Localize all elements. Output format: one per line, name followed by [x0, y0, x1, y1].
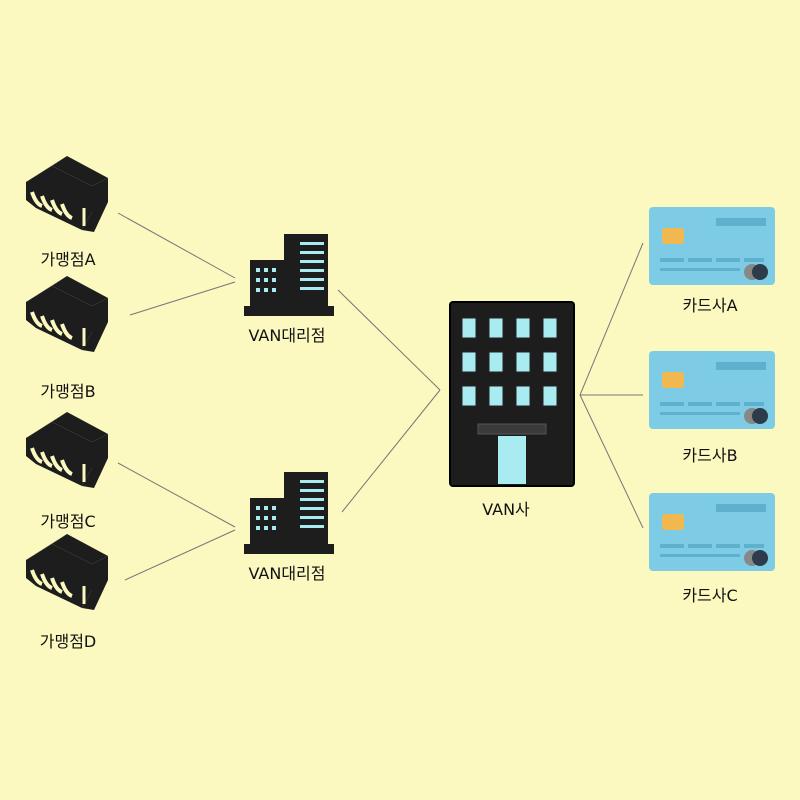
merchant-a-label: 가맹점A — [40, 250, 96, 269]
credit-card-icon — [649, 351, 775, 429]
van-agency-2 — [242, 468, 336, 556]
card-company-c — [648, 492, 776, 572]
van-agency-2-label: VAN대리점 — [248, 564, 326, 583]
edge-van-card-a — [579, 242, 644, 396]
card-company-c-label: 카드사C — [682, 586, 738, 605]
credit-card-icon — [649, 493, 775, 571]
van-company — [448, 298, 578, 488]
store-awning-icon — [26, 412, 108, 488]
edge-merchant-c-agency-2 — [117, 462, 236, 528]
tower-building-icon — [449, 301, 575, 487]
credit-card-icon — [649, 207, 775, 285]
office-building-icon — [244, 234, 334, 316]
store-awning-icon — [26, 534, 108, 610]
merchant-c — [22, 408, 112, 498]
merchant-b-label: 가맹점B — [40, 382, 96, 401]
card-company-a-label: 카드사A — [682, 296, 738, 315]
edge-agency-2-van — [341, 389, 441, 513]
merchant-d — [22, 530, 112, 620]
merchant-a — [22, 152, 112, 242]
edge-merchant-b-agency-1 — [129, 281, 236, 316]
edge-van-card-c — [579, 394, 644, 529]
card-company-b — [648, 350, 776, 430]
edge-merchant-d-agency-2 — [124, 529, 236, 581]
edge-agency-1-van — [337, 289, 441, 391]
merchant-d-label: 가맹점D — [39, 632, 97, 651]
van-agency-1-label: VAN대리점 — [248, 326, 326, 345]
store-awning-icon — [26, 276, 108, 352]
store-awning-icon — [26, 156, 108, 232]
merchant-b — [22, 272, 112, 362]
van-agency-1 — [242, 230, 336, 318]
merchant-c-label: 가맹점C — [40, 512, 96, 531]
edge-merchant-a-agency-1 — [117, 212, 236, 279]
office-building-icon — [244, 472, 334, 554]
card-company-b-label: 카드사B — [682, 446, 738, 465]
card-company-a — [648, 206, 776, 286]
van-company-label: VAN사 — [482, 500, 530, 519]
